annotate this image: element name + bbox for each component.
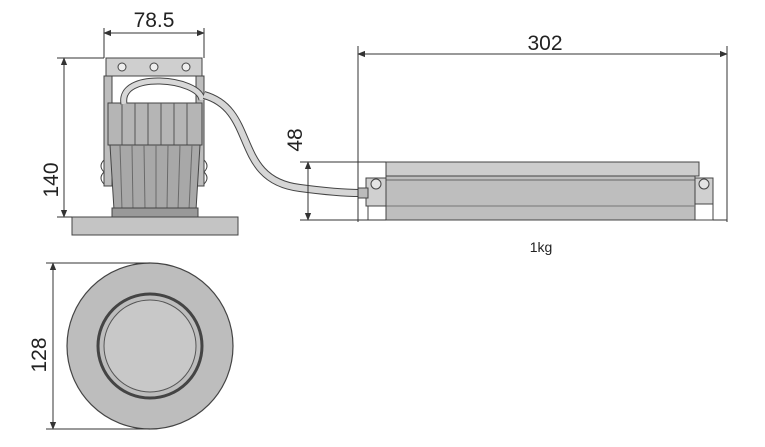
dimension-front-diameter: 128 [28, 337, 51, 372]
fixture-front-view [66, 262, 234, 430]
driver-top-plate [385, 161, 700, 177]
connecting-cable [202, 91, 361, 197]
dimension-lines [46, 28, 728, 430]
dimension-fixture-width: 78.5 [134, 9, 175, 32]
dimension-driver-height: 48 [284, 128, 307, 151]
heatsink-upper [107, 102, 203, 146]
driver-box [357, 161, 714, 221]
terminal-screw-icon [698, 178, 710, 190]
bracket-screw-icon [117, 62, 127, 72]
dimension-driver-length: 302 [527, 32, 562, 55]
bracket-screw-icon [149, 62, 159, 72]
front-lens [103, 299, 197, 393]
fixture-flange [71, 216, 239, 236]
fixture-side-view [71, 57, 239, 236]
driver-body [385, 175, 696, 221]
front-inner-ring [96, 292, 204, 400]
weight-label: 1kg [530, 239, 553, 255]
bracket-screw-icon [181, 62, 191, 72]
terminal-screw-icon [370, 178, 382, 190]
dimension-fixture-height: 140 [40, 162, 63, 197]
heatsink-lower [109, 144, 201, 211]
